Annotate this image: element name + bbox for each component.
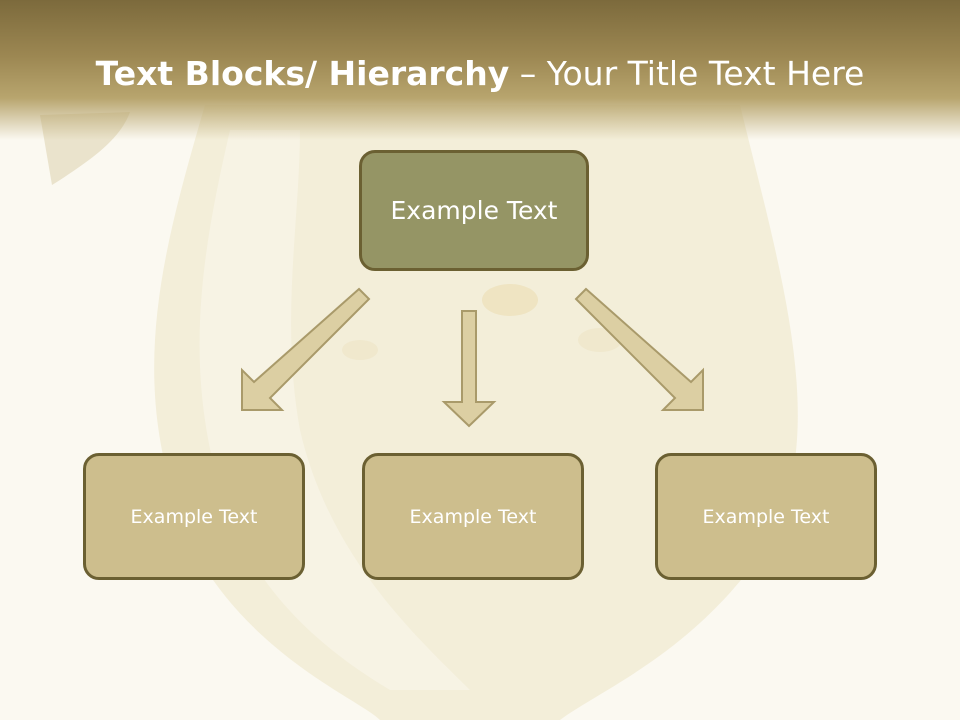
child-text-block-middle[interactable]: Example Text <box>362 453 584 580</box>
top-text-block[interactable]: Example Text <box>359 150 589 271</box>
arrow-left <box>241 287 371 411</box>
title-bold-part: Text Blocks/ Hierarchy <box>95 54 510 93</box>
child-text-block-label: Example Text <box>409 505 537 528</box>
title-normal-part: Your Title Text Here <box>546 54 865 93</box>
header-band <box>0 0 960 140</box>
title-dash: – <box>509 54 547 93</box>
child-text-block-label: Example Text <box>702 505 830 528</box>
arrow-middle <box>441 310 497 428</box>
child-text-block-left[interactable]: Example Text <box>83 453 305 580</box>
arrow-right <box>574 287 704 411</box>
child-text-block-label: Example Text <box>130 505 258 528</box>
top-text-block-label: Example Text <box>390 196 558 225</box>
slide-title: Text Blocks/ Hierarchy – Your Title Text… <box>0 54 960 93</box>
child-text-block-right[interactable]: Example Text <box>655 453 877 580</box>
